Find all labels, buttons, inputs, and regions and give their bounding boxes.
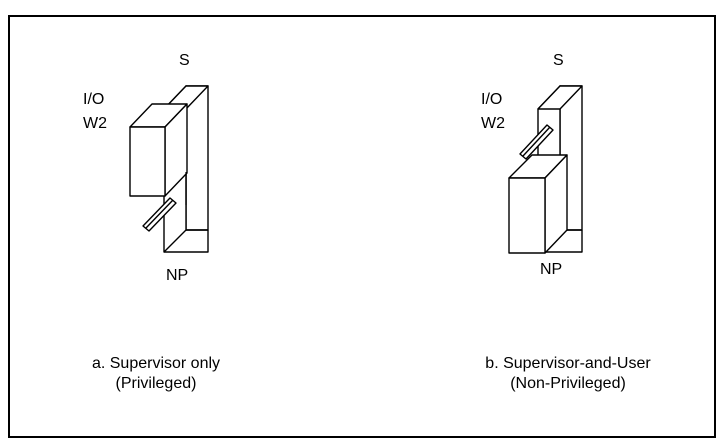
caption-b: b. Supervisor-and-User (Non-Privileged) bbox=[440, 354, 696, 394]
label-w2-b: W2 bbox=[481, 115, 505, 132]
caption-a-line1: a. Supervisor only bbox=[91, 355, 221, 372]
label-s-b: S bbox=[553, 52, 564, 69]
jumper-cap-b bbox=[508, 154, 568, 254]
figure-frame bbox=[8, 15, 716, 438]
block-top-b bbox=[537, 85, 583, 110]
label-np-a: NP bbox=[166, 267, 189, 284]
pin-np-a bbox=[142, 197, 177, 232]
caption-b-line2: (Non-Privileged) bbox=[510, 375, 626, 392]
caption-a-line2: (Privileged) bbox=[115, 375, 197, 392]
cap-front-b bbox=[508, 177, 546, 254]
cap-front-a bbox=[129, 126, 166, 197]
block-front-a bbox=[185, 85, 209, 231]
label-io-b: I/O bbox=[481, 91, 503, 108]
label-np-b: NP bbox=[540, 261, 563, 278]
label-s-a: S bbox=[179, 52, 190, 69]
jumper-cap-a bbox=[129, 103, 188, 197]
caption-b-line1: b. Supervisor-and-User bbox=[485, 355, 651, 372]
label-w2-a: W2 bbox=[83, 115, 107, 132]
label-io-a: I/O bbox=[83, 91, 105, 108]
caption-a: a. Supervisor only (Privileged) bbox=[48, 354, 264, 394]
pin-w2-b bbox=[519, 124, 554, 160]
